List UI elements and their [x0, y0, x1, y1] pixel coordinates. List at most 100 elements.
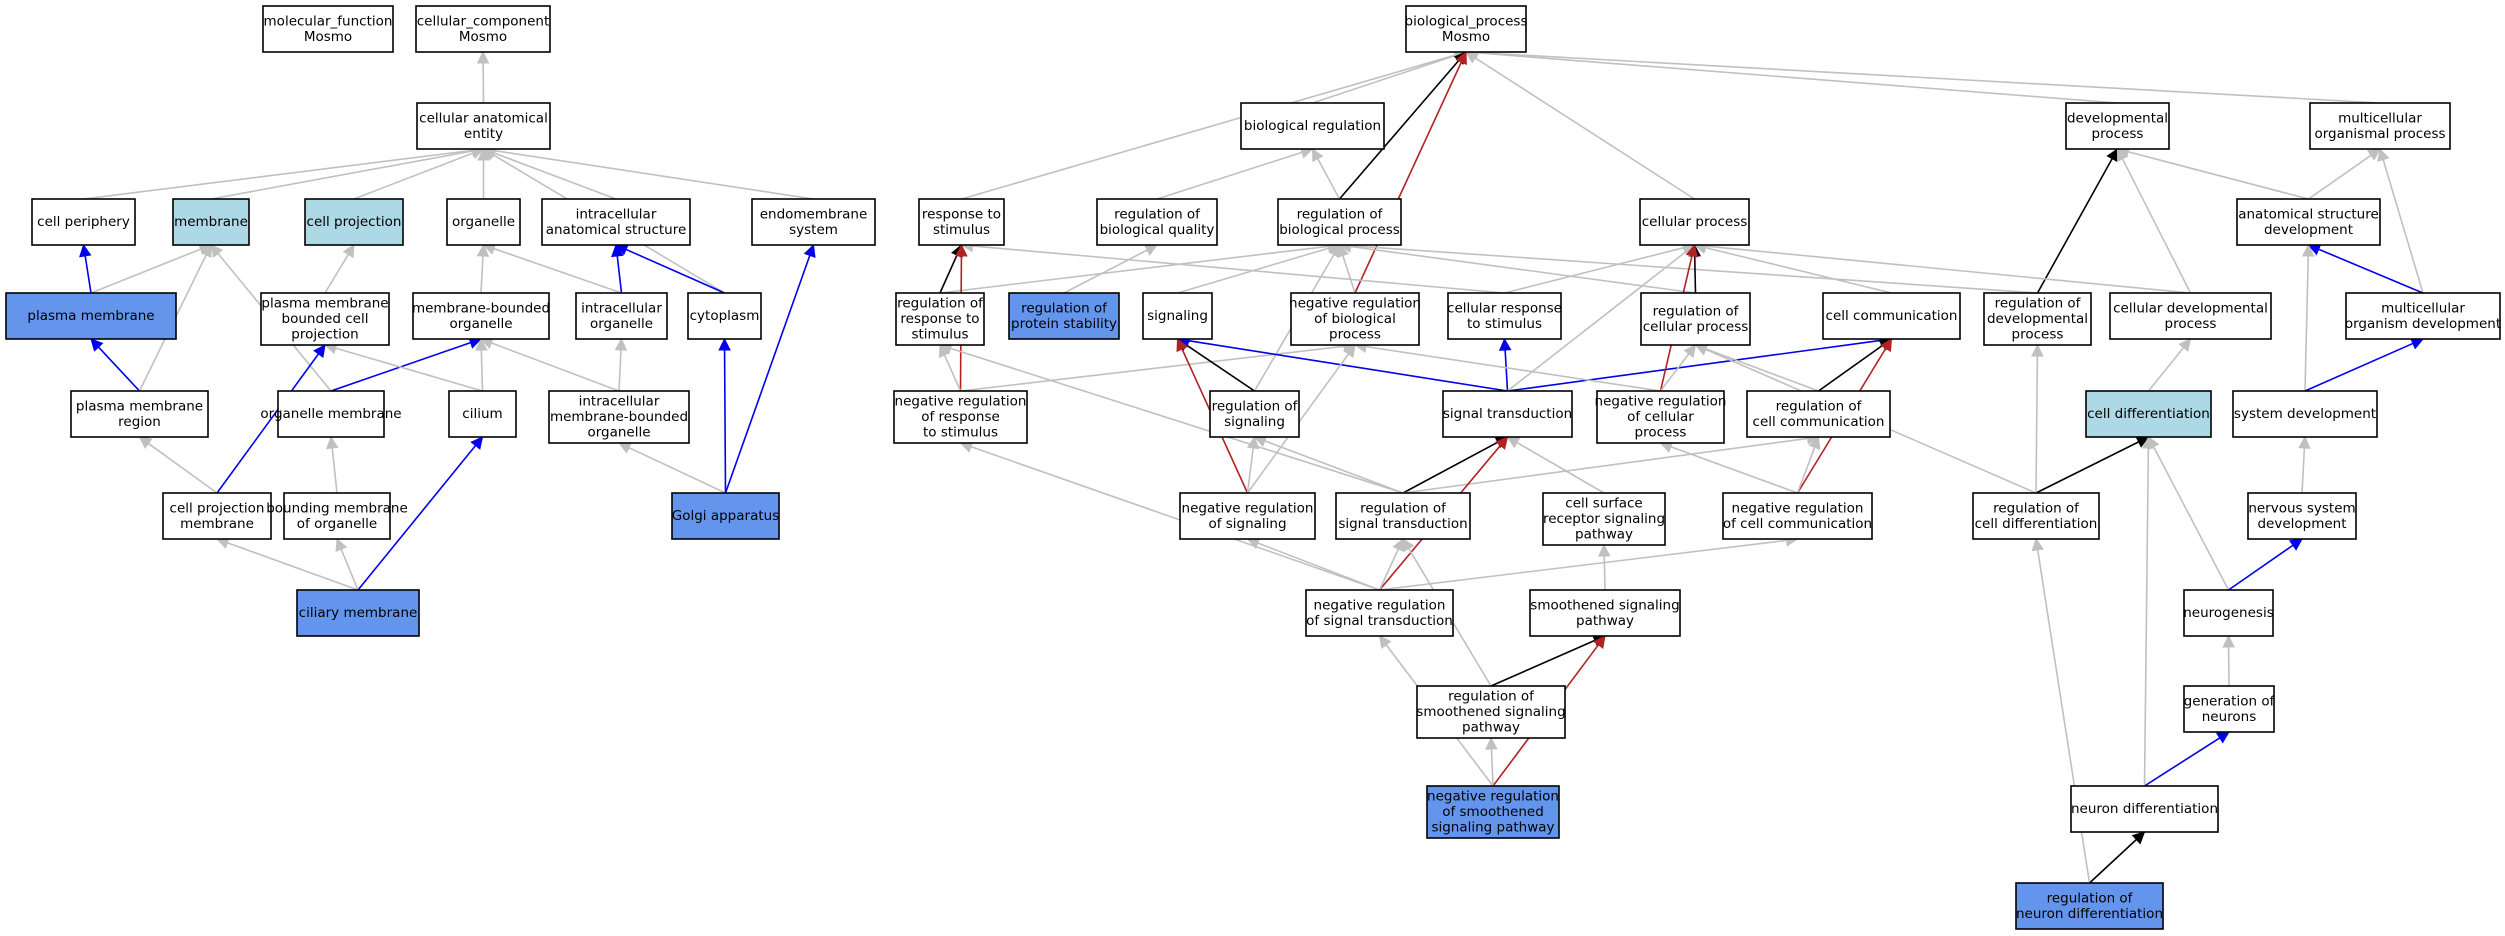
- edge-is-a: [1693, 239, 2191, 294]
- edge-is-a: [1465, 51, 1695, 200]
- node-box: [1209, 390, 1300, 438]
- edge-line: [1354, 61, 1463, 294]
- edge-line: [724, 255, 811, 494]
- node-label: regulation of: [1297, 206, 1384, 222]
- edge-line: [2121, 158, 2192, 294]
- edge-is-a: [335, 537, 359, 591]
- edge-line: [480, 349, 484, 392]
- node-box: [1416, 685, 1566, 739]
- node-box: [416, 102, 551, 150]
- edge-line: [1402, 441, 1499, 494]
- edge-line: [2088, 838, 2137, 884]
- edge-arrowhead: [1694, 343, 1709, 356]
- edge-line: [2318, 248, 2424, 294]
- edge-line: [1402, 437, 1808, 494]
- node-box: [2345, 292, 2501, 340]
- edge-line: [628, 446, 726, 494]
- node-box: [1305, 589, 1454, 637]
- edge-line: [90, 248, 202, 294]
- edge-part-of: [2228, 538, 2303, 591]
- edge-line: [625, 248, 725, 294]
- node-box: [1972, 492, 2100, 540]
- edge-line: [1338, 59, 1460, 200]
- edge-line: [2143, 447, 2150, 787]
- node-label: regulation of: [897, 296, 984, 312]
- edge-part-of: [1498, 337, 1512, 392]
- edge-is-a: [2298, 435, 2311, 494]
- node-label: regulation of: [1776, 398, 1863, 414]
- node-box: [687, 292, 762, 340]
- node-label: signal transduction: [1443, 406, 1572, 422]
- edge-arrowhead: [2031, 343, 2044, 357]
- node-label: receptor signaling: [1543, 511, 1665, 527]
- edge-line: [97, 346, 141, 392]
- edge-arrowhead: [90, 338, 104, 352]
- edge-is-a: [2308, 148, 2381, 200]
- edge-is-a: [1464, 46, 2118, 104]
- edge-line: [2036, 158, 2113, 294]
- edge-line: [1796, 447, 1816, 494]
- node-organelle: organelle: [446, 198, 521, 246]
- node-cilium: cilium: [448, 390, 517, 438]
- node-sysdev: system development: [2232, 390, 2378, 438]
- node-label: process: [2012, 327, 2064, 343]
- edge-is-a: [617, 442, 726, 494]
- edge-is-a: [1253, 435, 1404, 494]
- edge-arrowhead: [1485, 736, 1498, 750]
- edge-line: [2308, 154, 2372, 200]
- node-label: neuron differentiation: [2016, 906, 2163, 922]
- node-label: anatomical structure: [546, 222, 687, 238]
- edge-is-a: [325, 435, 339, 494]
- edge-part-of: [357, 436, 484, 591]
- node-cdiff: cell differentiation: [2085, 390, 2212, 438]
- node-box: [2236, 198, 2381, 246]
- edge-arrowhead: [2288, 538, 2303, 551]
- edge-line: [1504, 349, 1509, 392]
- edge-is-a: [90, 243, 213, 294]
- node-box: [1983, 292, 2092, 346]
- edge-line: [2304, 255, 2310, 392]
- node-box: [415, 5, 551, 53]
- node-label: Mosmo: [459, 29, 507, 45]
- node-label: plasma membrane: [76, 398, 203, 414]
- edge-line: [1504, 246, 1685, 294]
- node-label: regulation of: [1995, 296, 2082, 312]
- node-box: [1426, 785, 1560, 839]
- node-label: regulation of: [1448, 689, 1535, 705]
- edge-line: [147, 442, 218, 494]
- node-box: [575, 292, 668, 340]
- edge-line: [1603, 555, 1606, 591]
- edge-is-a: [482, 147, 617, 200]
- node-box: [2247, 492, 2357, 540]
- node-label: negative regulation: [1182, 500, 1314, 516]
- node-box: [304, 198, 404, 246]
- edge-line: [2382, 159, 2424, 294]
- edge-line: [972, 245, 1505, 294]
- node-label: membrane-bounded: [550, 409, 688, 425]
- node-cyto: cytoplasm: [687, 292, 762, 340]
- edge-line: [227, 541, 359, 591]
- edge-line: [1312, 54, 1456, 104]
- node-label: negative regulation: [1732, 500, 1864, 516]
- edge-is-a: [476, 50, 490, 104]
- edge-part-of: [611, 243, 624, 294]
- node-label: signaling: [1224, 414, 1285, 430]
- edge-line: [2152, 446, 2230, 591]
- node-label: projection: [291, 327, 358, 343]
- edge-is-a: [1659, 344, 1697, 392]
- node-label: cytoplasm: [690, 308, 760, 324]
- node-box: [1335, 492, 1471, 540]
- edge-is-a: [1337, 243, 1356, 294]
- edge-line: [1350, 244, 2038, 294]
- edge-arrowhead: [2298, 435, 2311, 449]
- node-box: [671, 492, 780, 540]
